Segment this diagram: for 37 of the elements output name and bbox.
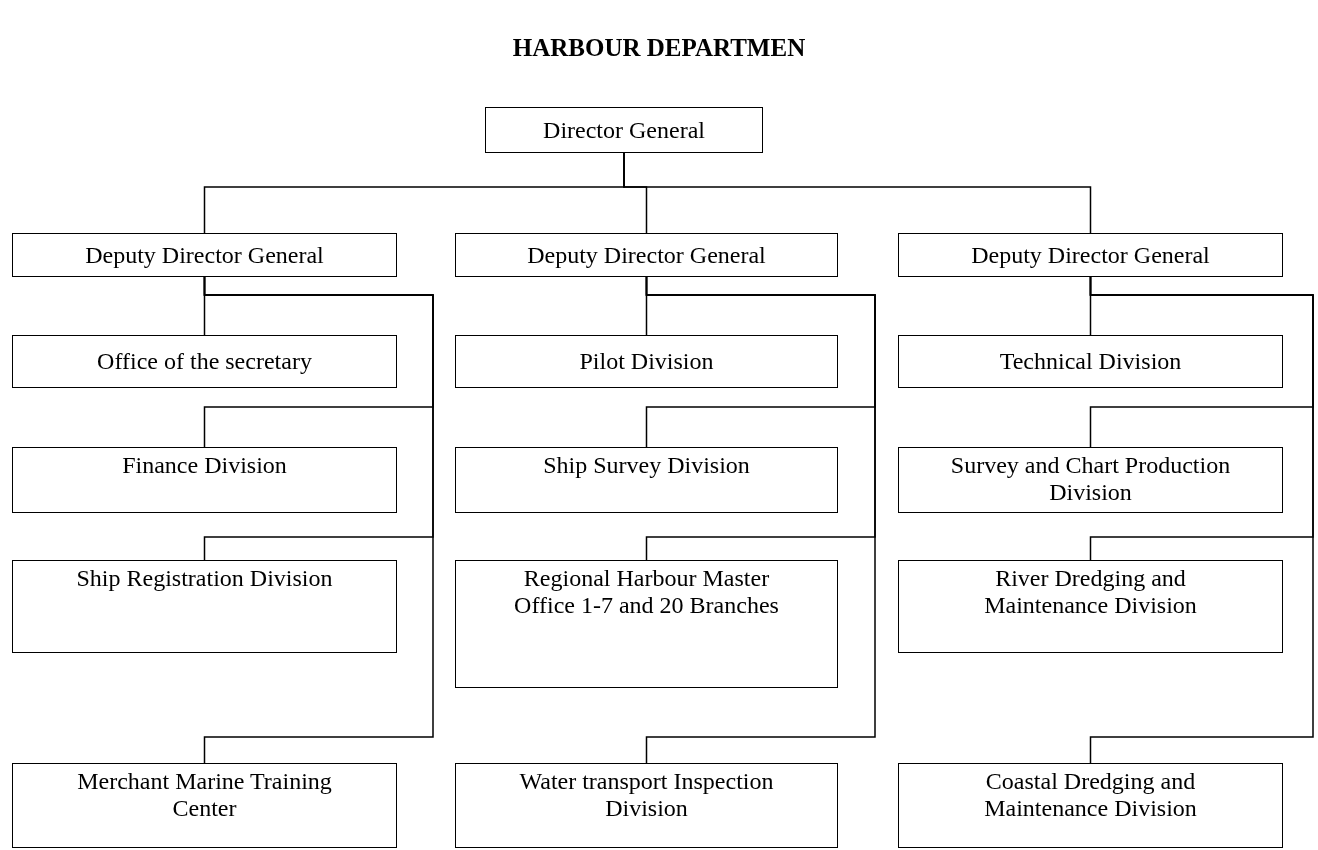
org-box [898,763,1283,848]
box-label: Deputy Director General [527,241,766,269]
box-label: Deputy Director General [85,241,324,269]
box-label: Deputy Director General [971,241,1210,269]
box-label: Merchant Marine Training Center [76,768,333,822]
box-label: Technical Division [999,348,1182,375]
box-label: Pilot Division [579,348,714,375]
org-box [12,560,397,653]
org-box [12,447,397,513]
box-label: Ship Survey Division [543,452,750,479]
org-box [455,763,838,848]
box-label: Survey and Chart Production Division [949,452,1232,506]
box-label: Coastal Dredging and Maintenance Division [983,768,1198,822]
org-box [898,233,1283,277]
org-box [485,107,763,153]
box-label: Regional Harbour Master Office 1-7 and 20 Branches [513,565,780,619]
org-box [455,335,838,388]
org-box [455,560,838,688]
org-box [12,763,397,848]
box-label: Director General [543,116,705,144]
connector-line [203,276,434,764]
org-box [12,335,397,388]
box-label: River Dredging and Maintenance Division [983,565,1198,619]
org-box [898,560,1283,653]
box-label: Water transport Inspection Division [518,768,775,822]
org-box [455,447,838,513]
org-box [898,447,1283,513]
org-box [898,335,1283,388]
org-box [12,233,397,277]
box-label: Ship Registration Division [76,565,333,592]
chart-title: HARBOUR DEPARTMEN [512,34,806,61]
box-label: Finance Division [122,452,287,479]
connector-line [623,152,1092,234]
connector-line [1089,276,1314,764]
connector-line [645,276,876,764]
box-label: Office of the secretary [97,348,312,375]
org-box [455,233,838,277]
